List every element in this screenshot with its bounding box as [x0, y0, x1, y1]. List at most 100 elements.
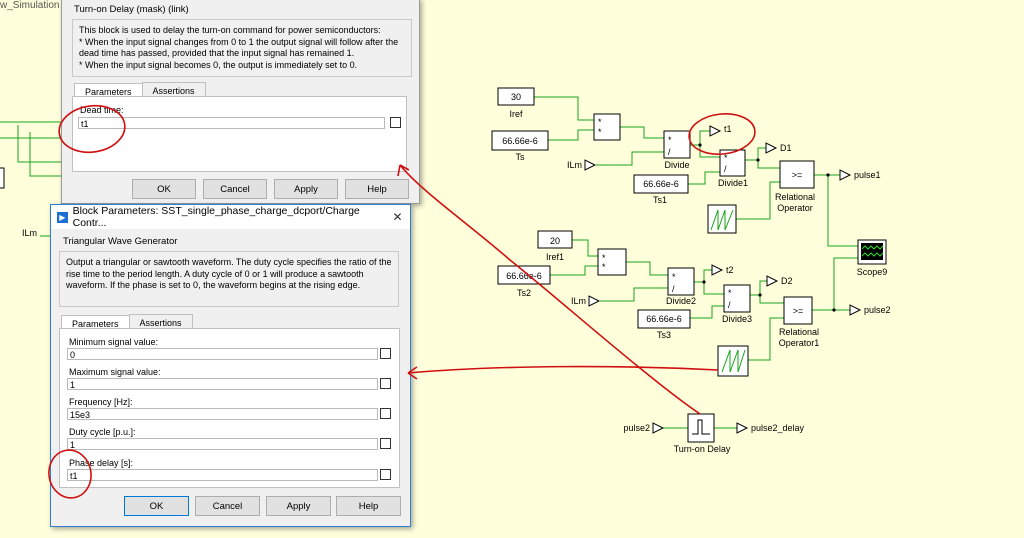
block-name-label: Triangular Wave Generator — [63, 236, 178, 247]
min-signal-label: Minimum signal value: — [69, 337, 159, 347]
max-signal-label: Maximum signal value: — [69, 367, 161, 377]
svg-text:*: * — [598, 127, 602, 137]
tab-strip: Parameters Assertions — [74, 82, 206, 100]
output-port-icon — [711, 264, 724, 276]
d1-port-label: D1 — [780, 143, 792, 153]
phase-delay-label: Phase delay [s]: — [69, 458, 134, 468]
t2-port-label: t2 — [726, 265, 734, 275]
apply-button[interactable]: Apply — [266, 496, 331, 516]
cancel-button[interactable]: Cancel — [203, 179, 267, 199]
ts3-label: Ts3 — [657, 330, 671, 340]
divide-label: Divide — [664, 160, 689, 170]
apply-button[interactable]: Apply — [274, 179, 338, 199]
const-iref1-value: 20 — [550, 236, 560, 246]
relop-block — [779, 160, 815, 189]
close-icon[interactable]: ✕ — [392, 210, 403, 224]
dialog-group-title: Turn-on Delay (mask) (link) — [74, 4, 189, 15]
divide3-block — [723, 284, 751, 313]
min-signal-checkbox[interactable] — [380, 348, 391, 359]
product-block — [593, 113, 621, 141]
relop-label: Relational — [775, 192, 815, 202]
turnon-delay-dialog: Turn-on Delay (mask) (link) This block i… — [61, 0, 420, 204]
divide3-label: Divide3 — [722, 314, 752, 324]
ok-button[interactable]: OK — [132, 179, 196, 199]
const-ts-block — [491, 130, 549, 151]
phase-delay-input[interactable]: t1 — [67, 469, 378, 481]
help-button[interactable]: Help — [345, 179, 409, 199]
frequency-label: Frequency [Hz]: — [69, 397, 133, 407]
pulse1-port-label: pulse1 — [854, 170, 881, 180]
input-port-icon — [588, 295, 601, 307]
duty-cycle-input[interactable]: 1 — [67, 438, 378, 450]
dialog-title-bar[interactable]: ▶ Block Parameters: SST_single_phase_cha… — [51, 205, 410, 229]
output-port-icon — [839, 169, 852, 181]
ts2-label: Ts2 — [517, 288, 531, 298]
const-ts1-value: 66.66e-6 — [643, 179, 679, 189]
min-signal-input[interactable]: 0 — [67, 348, 378, 360]
duty-cycle-label: Duty cycle [p.u.]: — [69, 427, 136, 437]
svg-text:*: * — [602, 262, 606, 272]
svg-text:/: / — [728, 300, 731, 310]
output-port-icon — [709, 125, 722, 137]
svg-text:/: / — [724, 164, 727, 174]
help-button[interactable]: Help — [336, 496, 401, 516]
divide1-label: Divide1 — [718, 178, 748, 188]
turnon-delay-label: Turn-on Delay — [674, 444, 731, 454]
ts-label: Ts — [516, 152, 526, 162]
ok-button[interactable]: OK — [124, 496, 189, 516]
frequency-input[interactable]: 15e3 — [67, 408, 378, 420]
dialog-description: This block is used to delay the turn-on … — [72, 19, 412, 77]
dead-time-input[interactable]: t1 — [78, 117, 385, 129]
ilm-label: ILm — [567, 160, 582, 170]
relop1-symbol: >= — [793, 306, 804, 316]
output-port-icon — [849, 304, 862, 316]
relop1-block — [783, 296, 813, 325]
const-ts-value: 66.66e-6 — [502, 136, 538, 146]
background-window-title: w_Simulation — [0, 0, 60, 11]
max-signal-checkbox[interactable] — [380, 378, 391, 389]
svg-text:*: * — [728, 288, 732, 298]
cancel-button[interactable]: Cancel — [195, 496, 260, 516]
svg-text:*: * — [672, 272, 676, 282]
pulse2-port-label: pulse2 — [864, 305, 891, 315]
divide2-label: Divide2 — [666, 296, 696, 306]
relop1-label-b: Operator1 — [779, 338, 820, 348]
dead-time-checkbox[interactable] — [390, 117, 401, 128]
dead-time-label: Dead time: — [80, 105, 124, 115]
dialog-title: Block Parameters: SST_single_phase_charg… — [72, 205, 360, 229]
relop1-label: Relational — [779, 327, 819, 337]
const-iref-block — [497, 87, 535, 106]
relop-label-b: Operator — [777, 203, 813, 213]
const-ts2-value: 66.66e-6 — [506, 271, 542, 281]
play-icon: ▶ — [57, 211, 68, 223]
relop-symbol: >= — [792, 170, 803, 180]
output-port-icon — [765, 142, 778, 154]
input-port-icon — [652, 422, 665, 434]
sawtooth-icon — [710, 209, 734, 231]
tab-parameters[interactable]: Parameters — [61, 315, 130, 332]
svg-text:*: * — [598, 117, 602, 127]
svg-text:*: * — [724, 153, 728, 163]
output-port-icon — [766, 275, 779, 287]
output-port-icon — [736, 422, 749, 434]
phase-delay-checkbox[interactable] — [380, 469, 391, 480]
turnon-delay-block — [687, 413, 715, 443]
parameters-panel — [72, 96, 407, 172]
ilm2-label: ILm — [571, 296, 586, 306]
scope9-label: Scope9 — [857, 267, 888, 277]
duty-cycle-checkbox[interactable] — [380, 438, 391, 449]
iref-label: Iref — [509, 109, 523, 119]
t1-port-label: t1 — [724, 124, 732, 134]
tab-strip: Parameters Assertions — [61, 314, 193, 332]
tab-parameters[interactable]: Parameters — [74, 83, 143, 100]
block-parameters-dialog: ▶ Block Parameters: SST_single_phase_cha… — [50, 204, 411, 527]
frequency-checkbox[interactable] — [380, 408, 391, 419]
left-ilm-label: ILm — [22, 228, 37, 238]
iref1-label: Iref1 — [546, 252, 564, 262]
max-signal-input[interactable]: 1 — [67, 378, 378, 390]
block-description: Output a triangular or sawtooth waveform… — [59, 251, 399, 307]
pulse2-input-label: pulse2 — [623, 423, 650, 433]
pulse2-delay-label: pulse2_delay — [751, 423, 805, 433]
sawtooth-icon — [721, 349, 746, 373]
const-ts3-value: 66.66e-6 — [646, 314, 682, 324]
